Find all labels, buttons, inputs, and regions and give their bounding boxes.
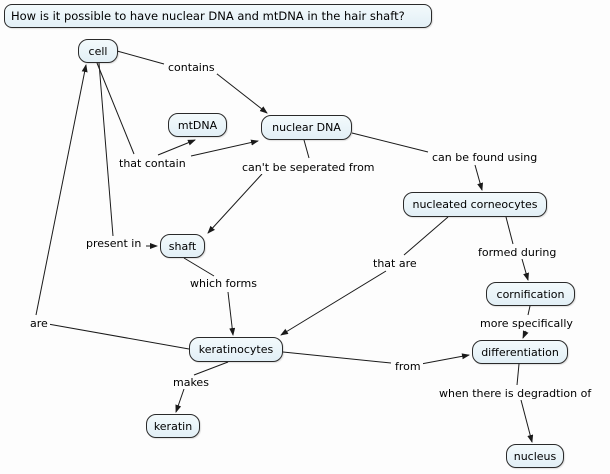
link-label-makes[interactable]: makes <box>171 376 211 389</box>
link-label-contains[interactable]: contains <box>166 61 217 74</box>
node-nucleated-corneocytes[interactable]: nucleated corneocytes <box>403 192 547 217</box>
node-shaft[interactable]: shaft <box>160 234 205 258</box>
node-differentiation[interactable]: differentiation <box>472 340 568 364</box>
node-keratinocytes[interactable]: keratinocytes <box>189 337 283 362</box>
link-label-from[interactable]: from <box>393 360 423 373</box>
question-node[interactable]: How is it possible to have nuclear DNA a… <box>4 4 432 28</box>
node-keratin[interactable]: keratin <box>146 414 200 438</box>
link-label-more-specifically[interactable]: more specifically <box>478 317 575 330</box>
link-label-that-are[interactable]: that are <box>371 257 419 270</box>
node-nuclear-dna[interactable]: nuclear DNA <box>261 115 352 140</box>
link-label-that-contain[interactable]: that contain <box>117 157 188 170</box>
link-label-when-there-is-degradtion-of[interactable]: when there is degradtion of <box>437 387 594 400</box>
link-label-formed-during[interactable]: formed during <box>476 246 559 259</box>
link-label-which-forms[interactable]: which forms <box>188 277 259 290</box>
link-label-present-in[interactable]: present in <box>84 237 144 250</box>
node-nucleus[interactable]: nucleus <box>506 444 564 468</box>
node-mtdna[interactable]: mtDNA <box>168 113 227 137</box>
link-label-cant-be-seperated-from[interactable]: can't be seperated from <box>240 161 377 174</box>
node-cornification[interactable]: cornification <box>486 282 575 306</box>
link-label-are[interactable]: are <box>28 317 50 330</box>
link-label-can-be-found-using[interactable]: can be found using <box>430 151 540 164</box>
node-cell[interactable]: cell <box>78 39 118 63</box>
